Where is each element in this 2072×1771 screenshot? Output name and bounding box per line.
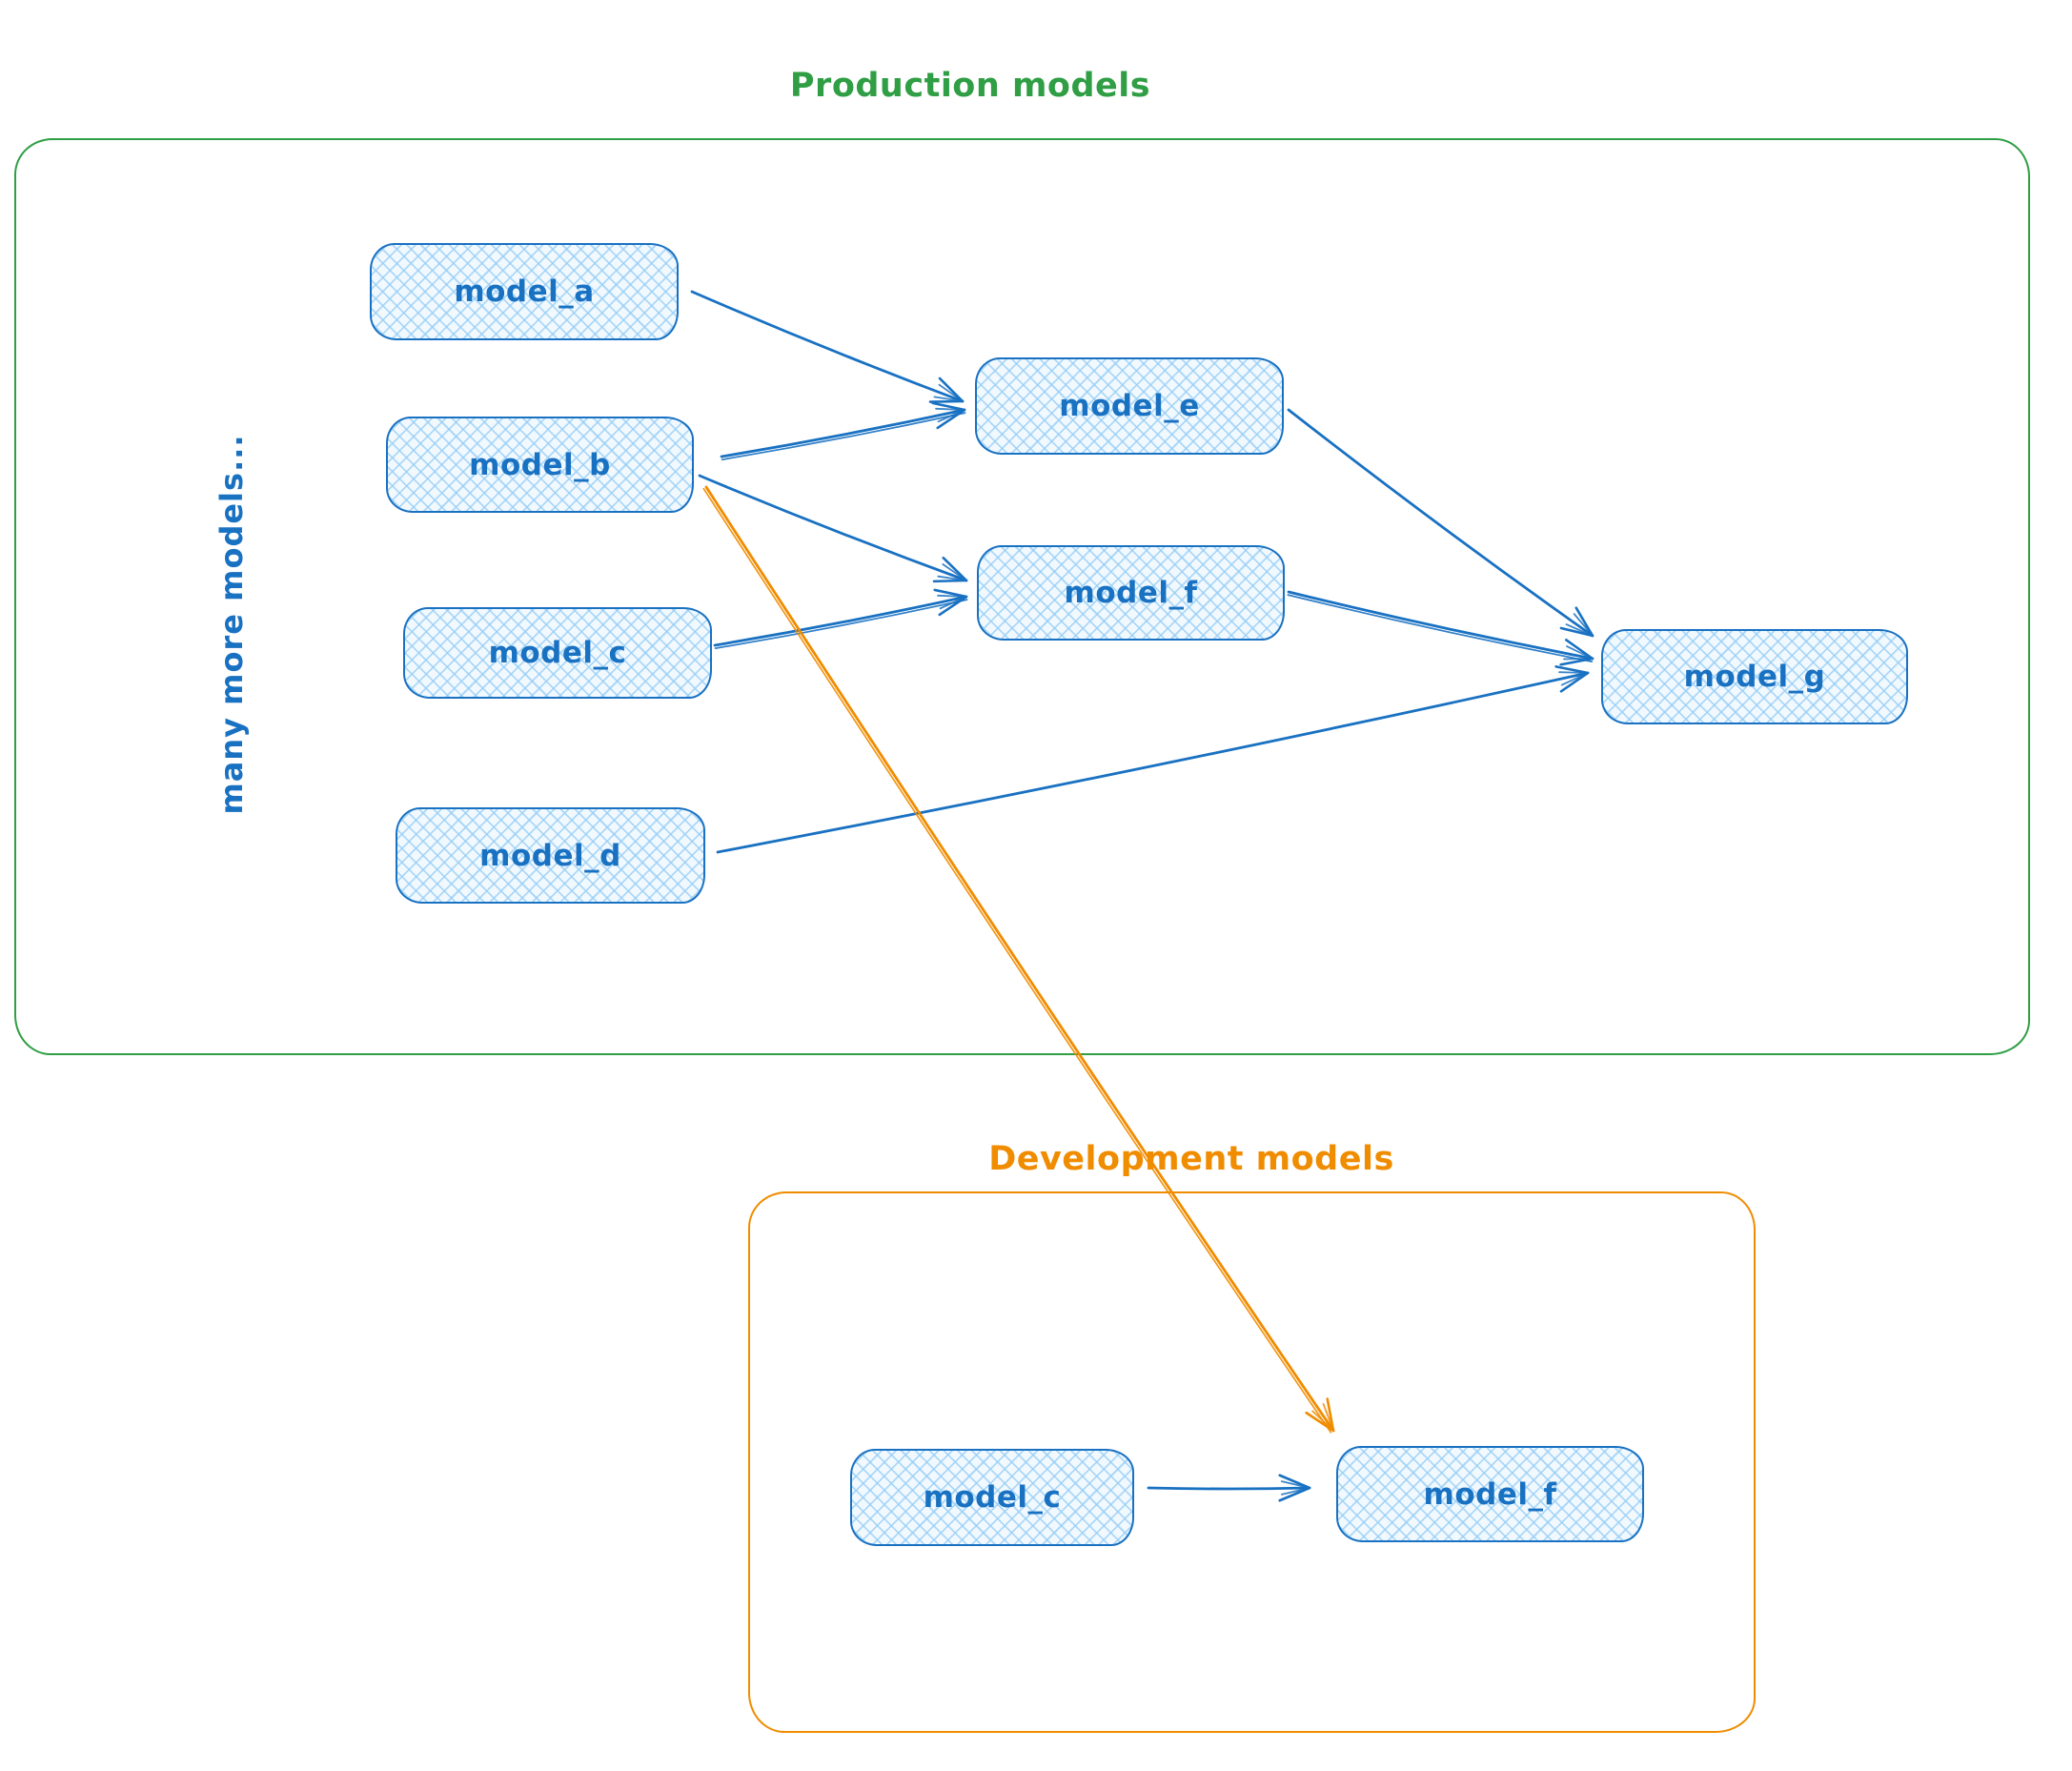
edge-model_a-to-model_e[interactable] (690, 290, 965, 403)
edge-model_b-to-model_f_dev[interactable] (702, 485, 1335, 1434)
edge-model_e-to-model_g[interactable] (1287, 408, 1595, 638)
node-model_d[interactable]: model_d (396, 807, 705, 904)
edge-model_b-to-model_e[interactable] (720, 401, 966, 460)
node-label: model_b (469, 447, 611, 482)
node-label: model_f (1064, 576, 1198, 610)
edge-model_c_dev-to-model_f_dev[interactable] (1147, 1474, 1311, 1502)
production-models-title[interactable]: Production models (789, 67, 1151, 105)
node-label: model_e (1059, 389, 1200, 423)
group-box-production[interactable] (14, 138, 2030, 1055)
edge-model_d-to-model_g[interactable] (716, 665, 1590, 854)
node-model_g[interactable]: model_g (1601, 629, 1908, 724)
edge-model_f-to-model_g[interactable] (1287, 590, 1595, 666)
node-label: model_a (454, 275, 595, 309)
edge-model_c-to-model_f[interactable] (713, 588, 968, 649)
node-model_f_dev[interactable]: model_f (1336, 1446, 1644, 1542)
node-label: model_c (923, 1480, 1062, 1515)
node-label: model_d (479, 838, 621, 873)
many-more-models-note[interactable]: many more models... (213, 434, 250, 815)
node-model_a[interactable]: model_a (370, 243, 679, 340)
node-label: model_c (488, 636, 627, 670)
group-box-development[interactable] (748, 1191, 1756, 1733)
edge-model_b-to-model_f[interactable] (698, 474, 968, 583)
development-models-title[interactable]: Development models (988, 1140, 1394, 1178)
node-model_f[interactable]: model_f (977, 545, 1285, 641)
node-model_c_dev[interactable]: model_c (850, 1449, 1134, 1546)
node-label: model_f (1423, 1476, 1557, 1512)
node-label: model_g (1683, 660, 1826, 694)
node-model_e[interactable]: model_e (975, 357, 1284, 455)
node-model_b[interactable]: model_b (386, 417, 694, 513)
node-model_c[interactable]: model_c (403, 607, 712, 699)
